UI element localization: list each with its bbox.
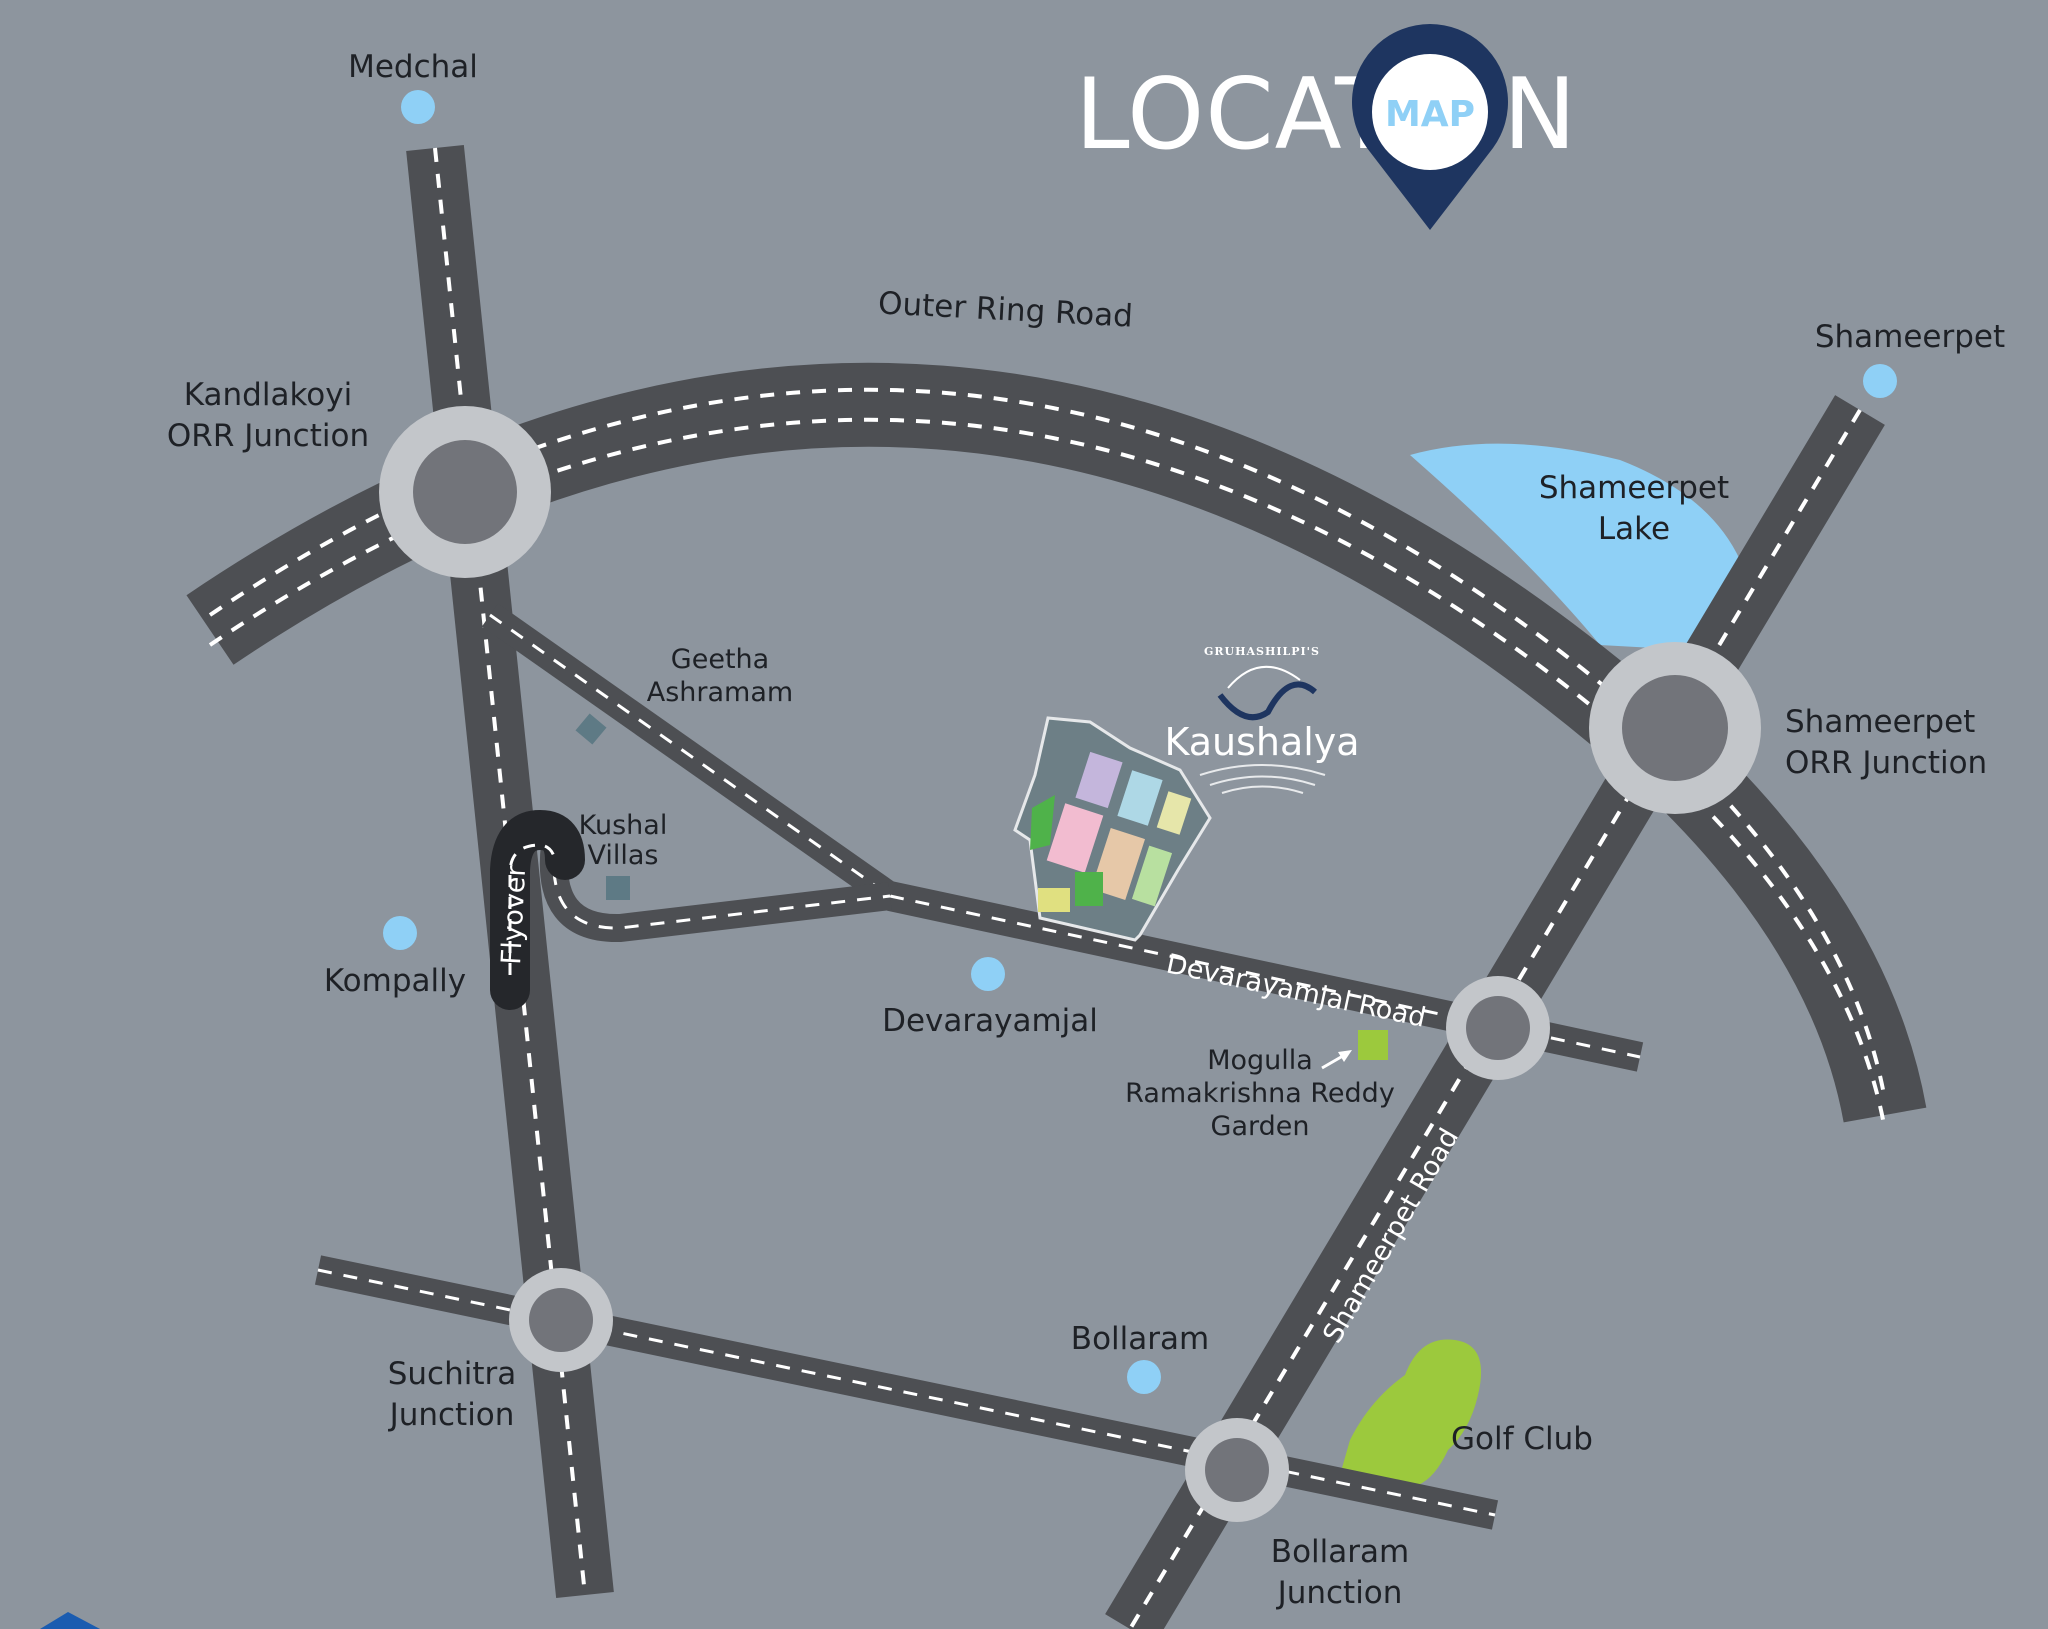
suchitra-label-2: Junction: [388, 1397, 515, 1433]
brand-name: Kaushalya: [1164, 720, 1359, 764]
kandlakoyi-label-2: ORR Junction: [167, 418, 369, 454]
devarayamjal-dot: [971, 957, 1005, 991]
kandlakoyi-label-1: Kandlakoyi: [184, 377, 353, 413]
mogulla-arrow-head: [1338, 1050, 1352, 1062]
kompally-label: Kompally: [324, 963, 466, 999]
mogulla-label-2: Ramakrishna Reddy: [1125, 1078, 1395, 1109]
bollaram-label: Bollaram: [1071, 1321, 1209, 1357]
medchal-dot: [401, 90, 435, 124]
location-map-title: LOCATI MAP N: [1075, 24, 1577, 230]
golf-club-area: [1342, 1339, 1482, 1485]
brand-swoosh-icon: [1217, 681, 1317, 721]
corner-decoration: [40, 1612, 100, 1629]
devarayamjal-junction: [1446, 976, 1550, 1080]
golf-club-label: Golf Club: [1451, 1421, 1593, 1457]
kandlakoyi-junction: [379, 406, 551, 578]
bollaram-dot: [1127, 1360, 1161, 1394]
lake-label-2: Lake: [1598, 511, 1670, 547]
mogulla-label-1: Mogulla: [1207, 1045, 1313, 1076]
shameerpet-orr-label-2: ORR Junction: [1785, 745, 1987, 781]
shameerpet-lake: [1410, 443, 1740, 650]
geetha-ashramam-road: [481, 603, 899, 908]
devarayamjal-label: Devarayamjal: [882, 1003, 1098, 1039]
mogulla-label-3: Garden: [1211, 1111, 1310, 1142]
kushal-villas-marker: [606, 876, 630, 900]
kaushalya-site: [1013, 716, 1212, 942]
bollaram-junction-label-2: Junction: [1276, 1575, 1403, 1611]
suchitra-junction: [509, 1268, 613, 1372]
kompally-dot: [383, 916, 417, 950]
title-pin-text: MAP: [1385, 94, 1475, 135]
brand-tagline: GRUHASHILPI'S: [1204, 645, 1320, 658]
suchitra-label-1: Suchitra: [388, 1356, 517, 1392]
medchal-label: Medchal: [348, 49, 478, 85]
shameerpet-label: Shameerpet: [1815, 319, 2005, 355]
lake-label-1: Shameerpet: [1539, 470, 1729, 506]
bollaram-junction-label-1: Bollaram: [1271, 1534, 1409, 1570]
kaushalya-logo: GRUHASHILPI'S Kaushalya: [1164, 645, 1360, 794]
brand-waves-icon: [1199, 764, 1326, 794]
mogulla-garden-marker: [1358, 1030, 1388, 1060]
outer-ring-road: [186, 362, 1927, 1131]
flyover: Flyover: [490, 809, 585, 1010]
bollaram-junction: [1185, 1418, 1289, 1522]
title-suffix: N: [1503, 58, 1577, 172]
geetha-label-1: Geetha: [671, 644, 769, 675]
shameerpet-orr-junction: [1589, 642, 1761, 814]
kushal-label-2: Villas: [588, 840, 659, 871]
kushal-label-1: Kushal: [579, 810, 668, 841]
shameerpet-dot: [1863, 364, 1897, 398]
shameerpet-orr-label-1: Shameerpet: [1785, 704, 1975, 740]
geetha-ashramam-marker: [575, 713, 607, 745]
geetha-label-2: Ashramam: [647, 677, 793, 708]
flyover-label: Flyover: [496, 864, 532, 966]
